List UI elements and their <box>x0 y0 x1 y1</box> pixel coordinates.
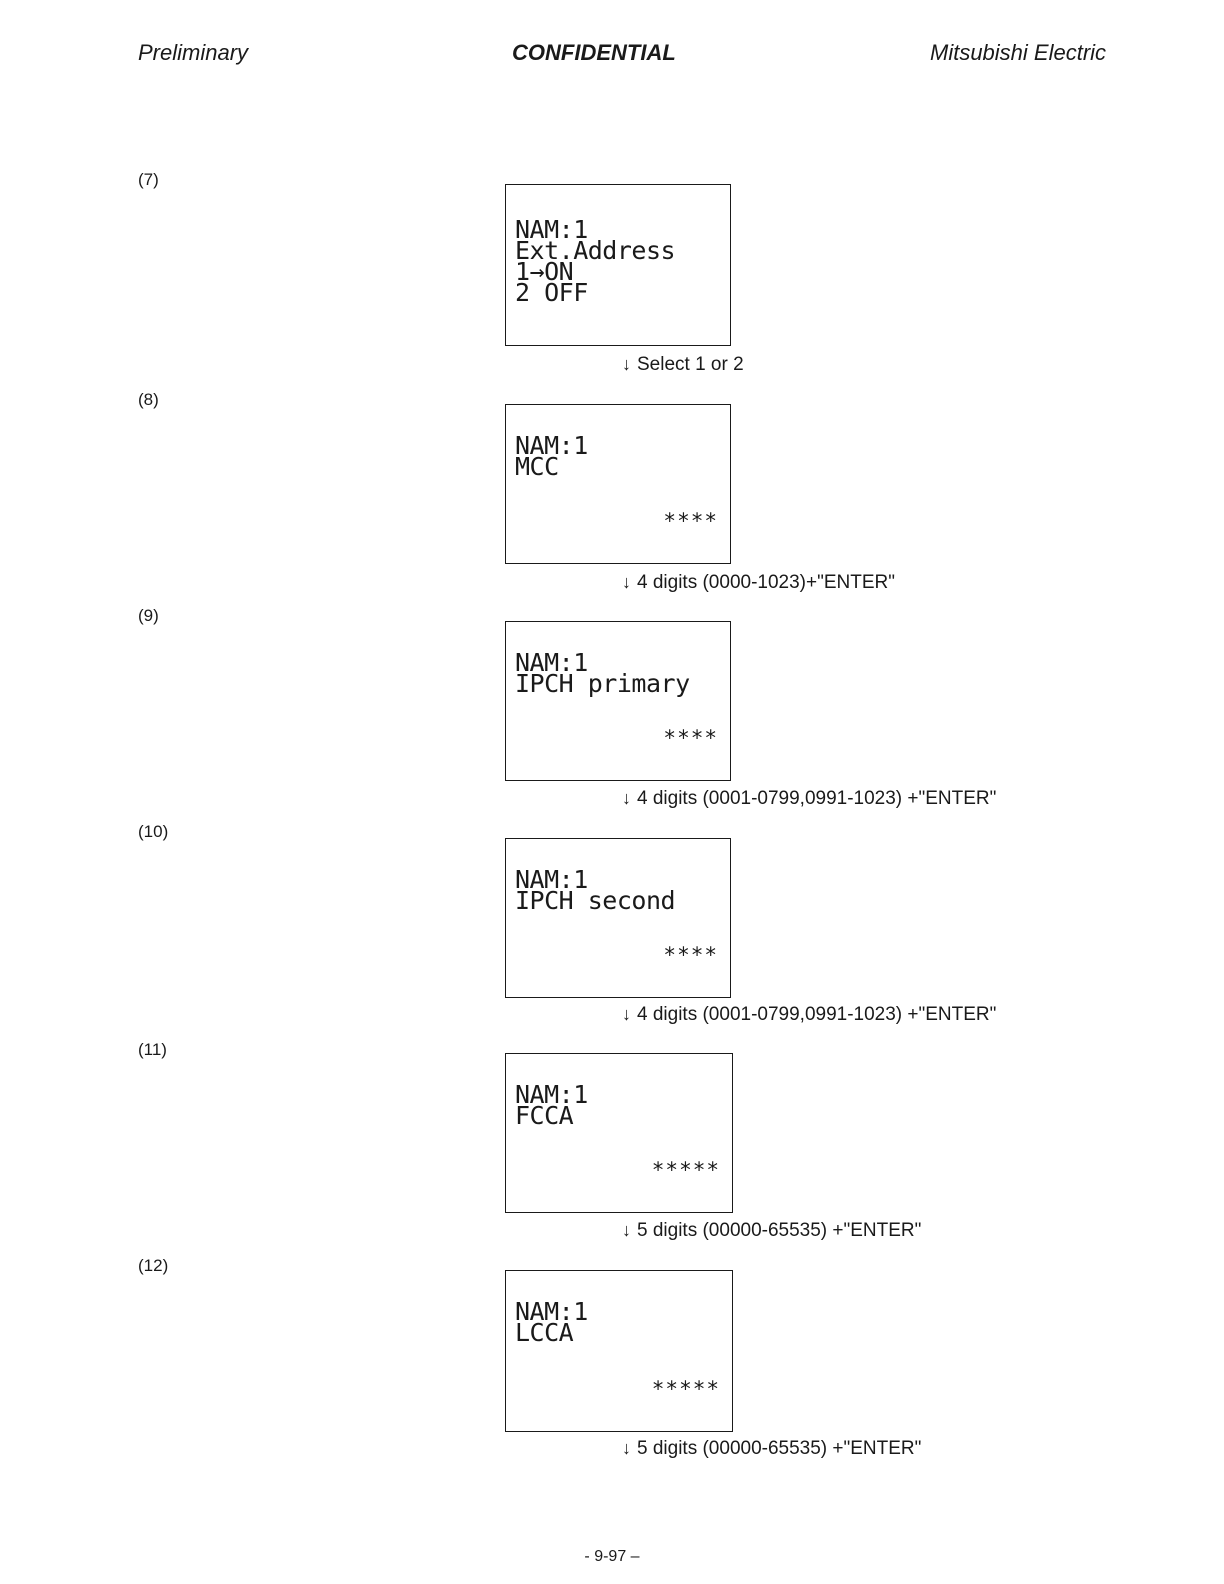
screen-text: NAM:1 LCCA <box>515 1297 588 1347</box>
screen-value: ***** <box>651 1377 720 1401</box>
step-label: (11) <box>138 1040 167 1059</box>
instruction-text: 5 digits (00000-65535) +"ENTER" <box>637 1438 922 1459</box>
step-instruction: ↓ 4 digits (0001-0799,0991-1023) +"ENTER" <box>622 1004 996 1026</box>
screen-text: NAM:1 IPCH primary <box>515 648 690 698</box>
down-arrow-icon: ↓ <box>622 1438 631 1458</box>
lcd-screen: NAM:1 IPCH second **** <box>505 838 731 998</box>
step-label: (10) <box>138 822 169 841</box>
header-confidential: CONFIDENTIAL <box>512 40 676 65</box>
instruction-text: 4 digits (0000-1023)+"ENTER" <box>637 572 895 593</box>
step-label: (9) <box>138 606 159 625</box>
lcd-screen: NAM:1 LCCA ***** <box>505 1270 733 1432</box>
screen-text: NAM:1 FCCA <box>515 1080 588 1130</box>
lcd-screen: NAM:1 IPCH primary **** <box>505 621 731 781</box>
down-arrow-icon: ↓ <box>622 1220 631 1240</box>
header-company: Mitsubishi Electric <box>930 40 1107 65</box>
screen-value: **** <box>663 943 718 967</box>
step-instruction: ↓ 4 digits (0001-0799,0991-1023) +"ENTER" <box>622 788 996 810</box>
down-arrow-icon: ↓ <box>622 1004 631 1024</box>
instruction-text: Select 1 or 2 <box>637 354 744 375</box>
instruction-text: 4 digits (0001-0799,0991-1023) +"ENTER" <box>637 788 997 809</box>
page-number: - 9-97 – <box>584 1548 640 1565</box>
step-instruction: ↓ 5 digits (00000-65535) +"ENTER" <box>622 1220 921 1242</box>
step-instruction: ↓ Select 1 or 2 <box>622 354 744 376</box>
instruction-text: 4 digits (0001-0799,0991-1023) +"ENTER" <box>637 1004 997 1025</box>
down-arrow-icon: ↓ <box>622 354 631 374</box>
lcd-screen: NAM:1 MCC **** <box>505 404 731 564</box>
header-preliminary: Preliminary <box>138 40 249 65</box>
lcd-screen: NAM:1 Ext.Address 1→ON 2 OFF <box>505 184 731 346</box>
step-label: (7) <box>138 170 159 189</box>
screen-text: NAM:1 IPCH second <box>515 865 676 915</box>
step-label: (12) <box>138 1256 169 1275</box>
instruction-text: 5 digits (00000-65535) +"ENTER" <box>637 1220 922 1241</box>
screen-text: NAM:1 Ext.Address 1→ON 2 OFF <box>515 215 676 307</box>
down-arrow-icon: ↓ <box>622 572 631 592</box>
step-instruction: ↓ 5 digits (00000-65535) +"ENTER" <box>622 1438 921 1460</box>
lcd-screen: NAM:1 FCCA ***** <box>505 1053 733 1213</box>
step-instruction: ↓ 4 digits (0000-1023)+"ENTER" <box>622 572 895 594</box>
screen-value: **** <box>663 726 718 750</box>
step-label: (8) <box>138 390 159 409</box>
down-arrow-icon: ↓ <box>622 788 631 808</box>
screen-text: NAM:1 MCC <box>515 431 588 481</box>
screen-value: ***** <box>651 1158 720 1182</box>
screen-value: **** <box>663 509 718 533</box>
